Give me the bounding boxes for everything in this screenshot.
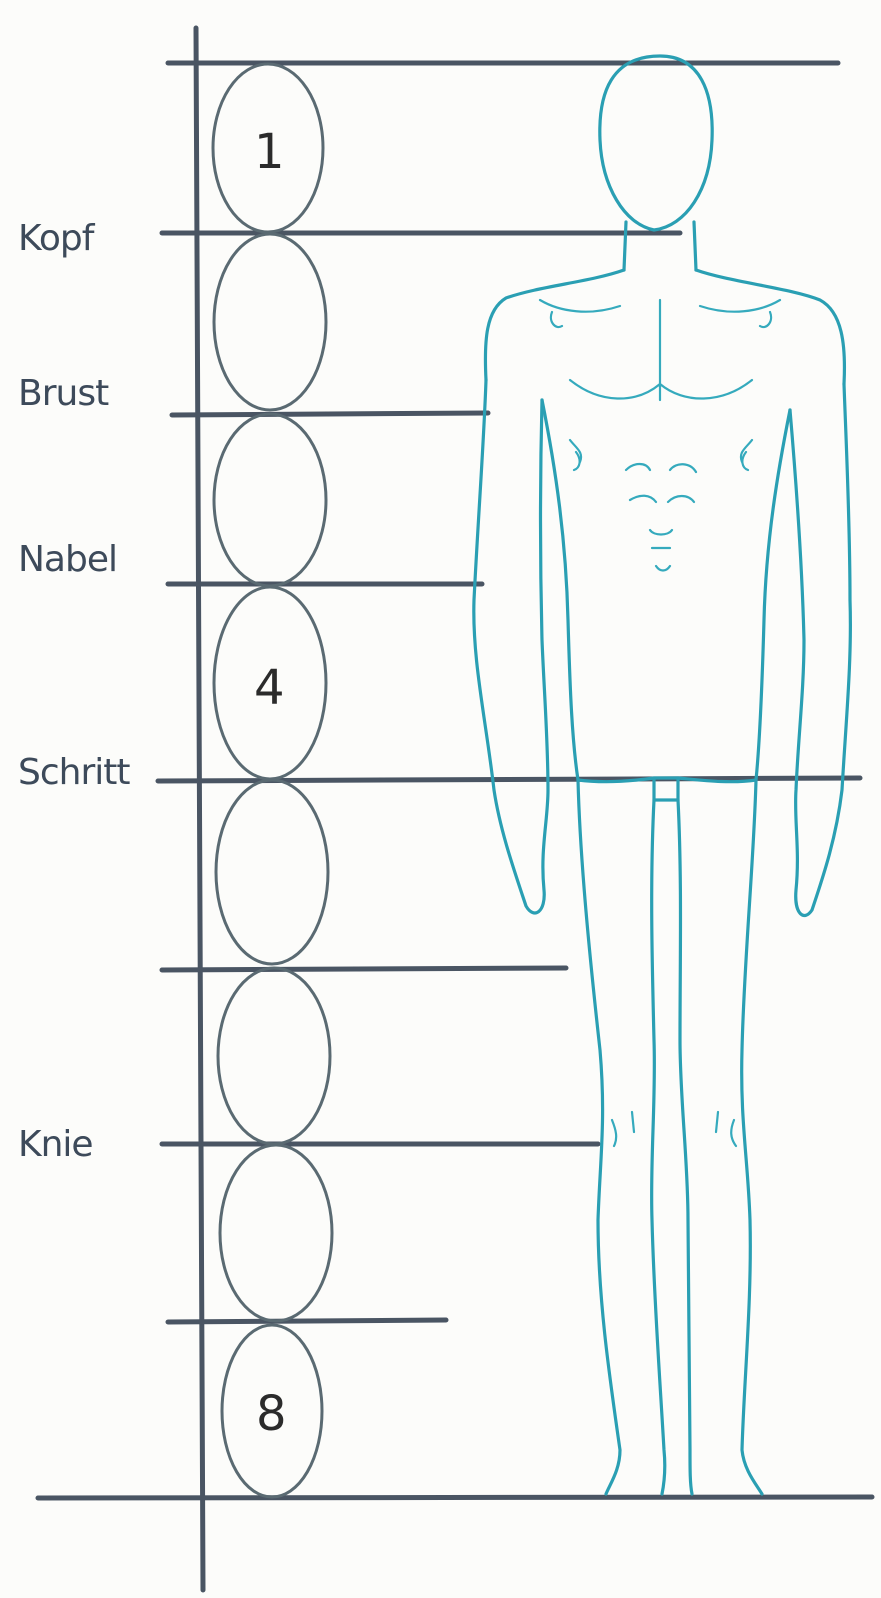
rule-unit-6	[162, 968, 566, 970]
figure-left-arm	[474, 380, 548, 913]
head-unit-oval	[214, 234, 326, 410]
label-knee: Knie	[18, 1124, 93, 1165]
rule-unit-8	[168, 1320, 446, 1322]
head-unit-oval	[218, 968, 330, 1144]
figure-ribs	[570, 440, 752, 470]
unit-number-8: 8	[256, 1386, 287, 1442]
figure-head	[600, 56, 712, 230]
figure-chest-details	[540, 300, 780, 400]
head-unit-oval	[220, 1145, 332, 1321]
figure-abdomen	[626, 464, 696, 571]
head-unit-oval	[216, 780, 328, 964]
figure-left-leg	[578, 780, 665, 1494]
unit-number-1: 1	[254, 124, 285, 180]
label-navel: Nabel	[18, 539, 117, 580]
head-unit-oval	[214, 414, 326, 586]
figure-torso	[485, 270, 844, 384]
label-chest: Brust	[18, 373, 109, 414]
vertical-axis	[196, 28, 203, 1590]
unit-number-4: 4	[254, 660, 285, 716]
rule-ground	[38, 1497, 872, 1498]
figure-right-leg	[678, 780, 762, 1494]
figure-right-arm	[790, 384, 850, 916]
figure-knees	[612, 1112, 736, 1146]
rule-chest	[172, 413, 488, 415]
human-figure-illustration	[474, 56, 851, 1494]
label-head: Kopf	[18, 218, 96, 259]
label-crotch: Schritt	[18, 752, 130, 793]
